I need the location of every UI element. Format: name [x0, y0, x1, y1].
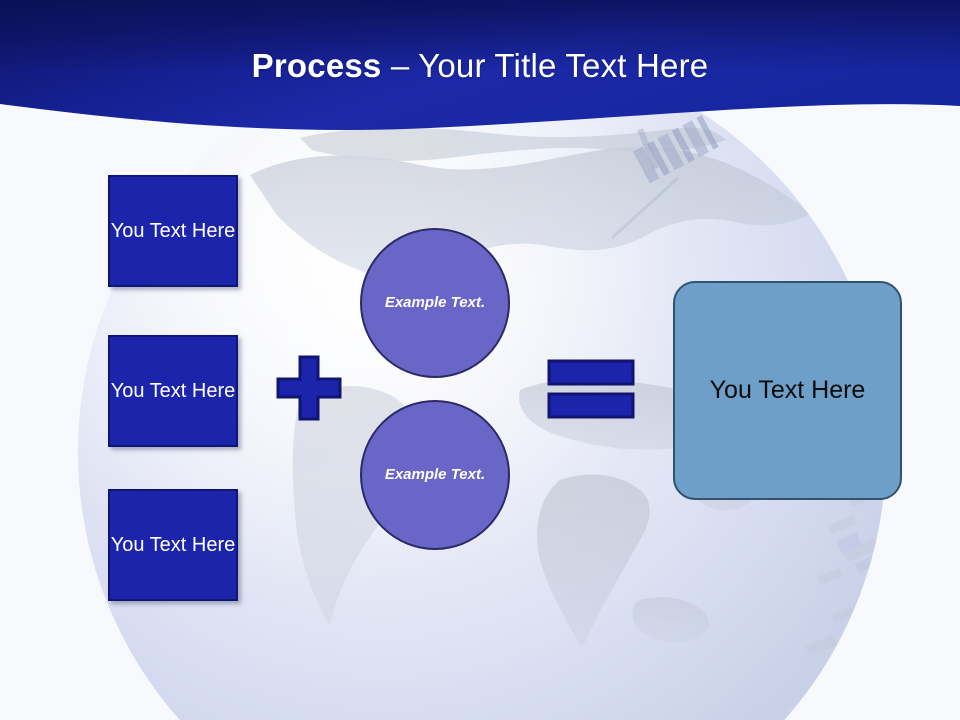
- input-box-3-label: You Text Here: [110, 533, 236, 556]
- result-box-label: You Text Here: [709, 376, 866, 404]
- input-box-1[interactable]: You Text Here: [108, 175, 238, 287]
- equals-operator-icon: [547, 359, 635, 419]
- page-title-strong: Process: [251, 47, 382, 84]
- input-box-1-label: You Text Here: [110, 219, 236, 242]
- circle-node-2-label: Example Text.: [384, 465, 486, 483]
- input-box-2-label: You Text Here: [110, 379, 236, 402]
- circle-node-2[interactable]: Example Text.: [360, 400, 510, 550]
- page-title-rest: – Your Title Text Here: [381, 47, 709, 84]
- input-box-2[interactable]: You Text Here: [108, 335, 238, 447]
- result-box[interactable]: You Text Here: [673, 281, 902, 500]
- circle-node-1[interactable]: Example Text.: [360, 228, 510, 378]
- circle-node-1-label: Example Text.: [384, 293, 486, 311]
- plus-operator-icon: [276, 355, 342, 421]
- input-box-3[interactable]: You Text Here: [108, 489, 238, 601]
- page-title: Process – Your Title Text Here: [0, 47, 960, 84]
